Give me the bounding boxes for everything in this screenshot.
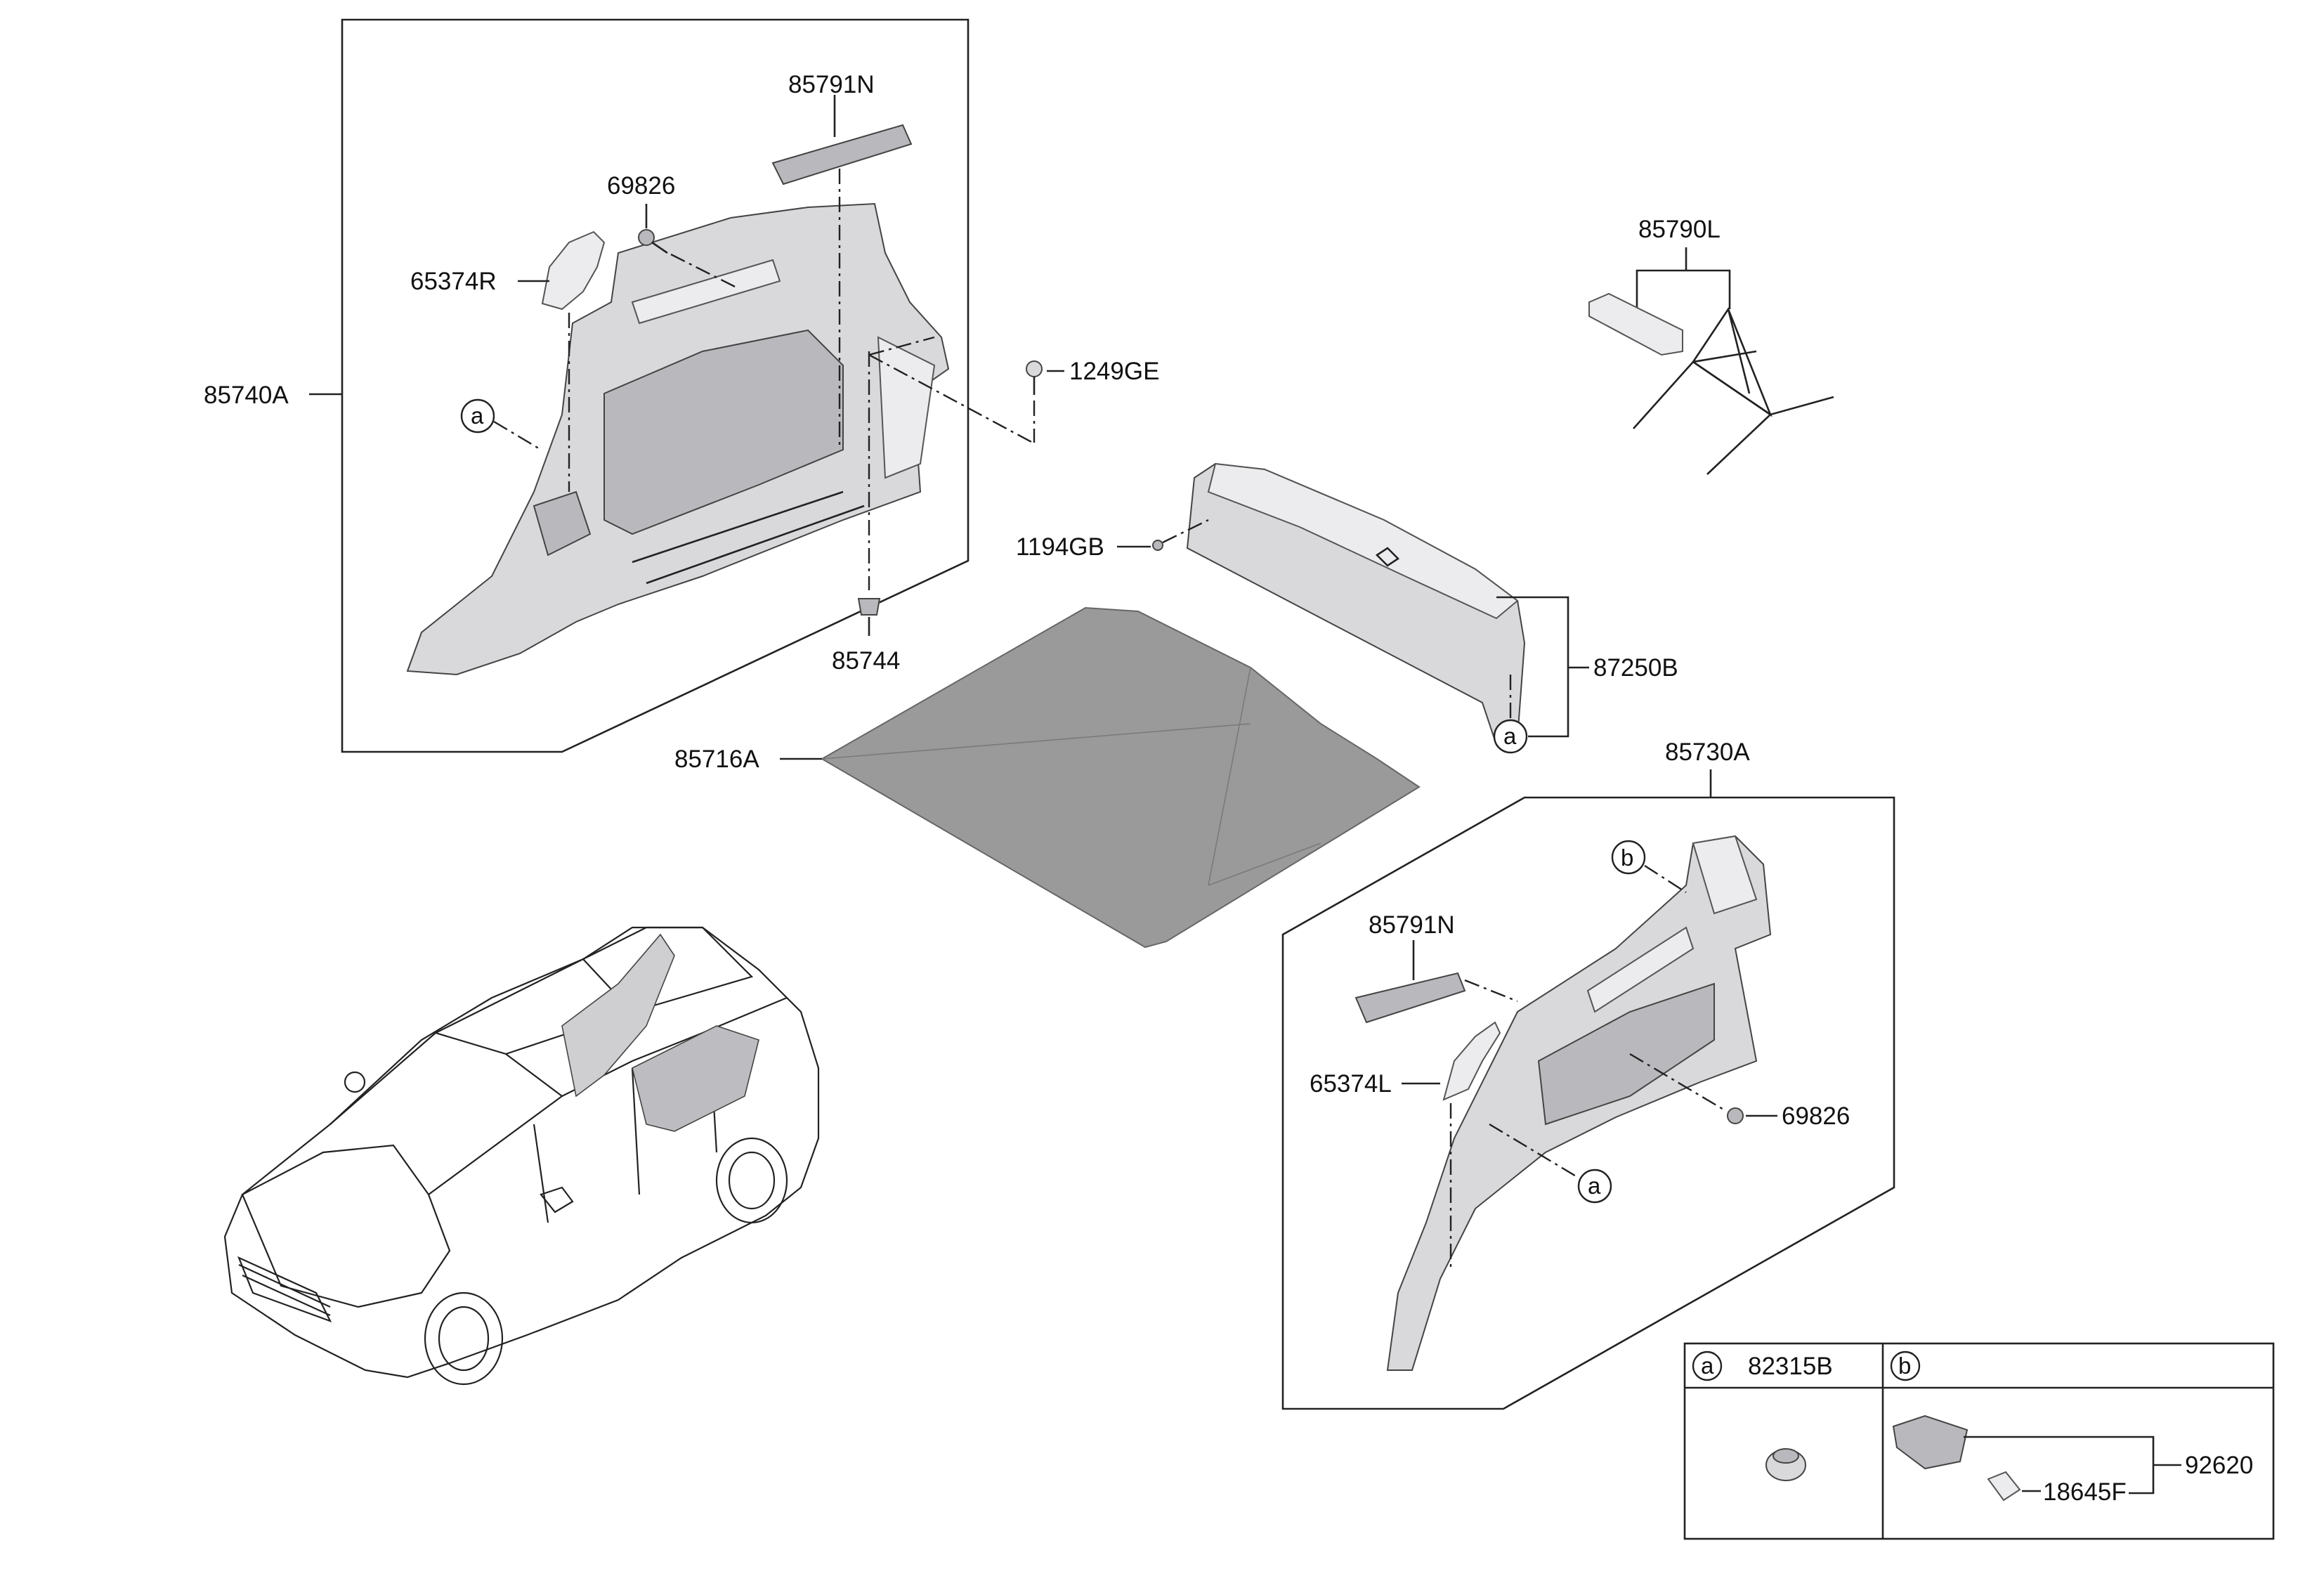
callout-a-sill-text: a <box>1503 723 1517 749</box>
part-65374L: 65374L <box>1310 1021 1501 1272</box>
part-85744: 85744 <box>832 351 900 675</box>
label-87250B: 87250B <box>1593 654 1678 682</box>
callout-a-left: a <box>460 398 542 451</box>
part-87250B: 1194GB 87250B a <box>1016 462 1678 754</box>
part-65374R: 65374R <box>410 230 606 492</box>
label-85790L: 85790L <box>1638 216 1721 243</box>
part-85791N-lower: 85791N <box>1354 911 1518 1024</box>
quarter-trim-left <box>1386 835 1772 1371</box>
label-85744: 85744 <box>832 647 900 675</box>
label-85740A: 85740A <box>204 382 289 409</box>
vehicle-illustration <box>223 926 820 1386</box>
label-69826-bot: 69826 <box>1782 1102 1850 1130</box>
part-85716A: 85716A <box>674 606 1421 949</box>
callout-b-text: b <box>1621 845 1633 871</box>
group-85730A: 85730A b 85791N 65374L <box>1281 738 1895 1410</box>
label-65374R: 65374R <box>410 268 497 295</box>
callout-b: b <box>1611 840 1687 894</box>
label-85716A: 85716A <box>674 746 759 773</box>
label-18645F: 18645F <box>2043 1478 2127 1506</box>
label-65374L: 65374L <box>1310 1070 1392 1098</box>
label-92620: 92620 <box>2185 1452 2253 1479</box>
group-85740A: 85740A 85791N 69826 <box>204 18 970 753</box>
label-1194GB: 1194GB <box>1016 533 1104 561</box>
group-85740A-frame <box>341 18 970 753</box>
callout-a-left-text: a <box>471 403 484 429</box>
label-69826-top: 69826 <box>607 172 675 200</box>
part-85790L: 85790L <box>1588 216 1834 475</box>
label-1249GE: 1249GE <box>1069 358 1159 385</box>
group-85730A-frame <box>1281 796 1895 1410</box>
label-85791N-bot: 85791N <box>1369 911 1455 939</box>
part-69826-upper: 69826 <box>607 172 738 289</box>
legend-table: a 82315B b 92620 18645F <box>1683 1342 2275 1540</box>
quarter-trim-right <box>406 202 950 676</box>
part-1249GE: 1249GE <box>868 336 1159 444</box>
lamp-92620-icon: 92620 18645F <box>1892 1414 2253 1506</box>
label-85791N-top: 85791N <box>788 71 875 98</box>
clip-82315B-icon <box>1765 1448 1806 1481</box>
legend-b-letter: b <box>1898 1353 1911 1379</box>
part-85791N-upper: 85791N <box>771 71 913 450</box>
part-69826-lower: 69826 <box>1629 1053 1850 1130</box>
callout-a-right-text: a <box>1588 1173 1601 1199</box>
legend-a-letter: a <box>1701 1353 1714 1379</box>
legend-a-part: 82315B <box>1748 1353 1833 1380</box>
label-85730A: 85730A <box>1665 738 1750 766</box>
callout-a-right: a <box>1489 1123 1612 1204</box>
